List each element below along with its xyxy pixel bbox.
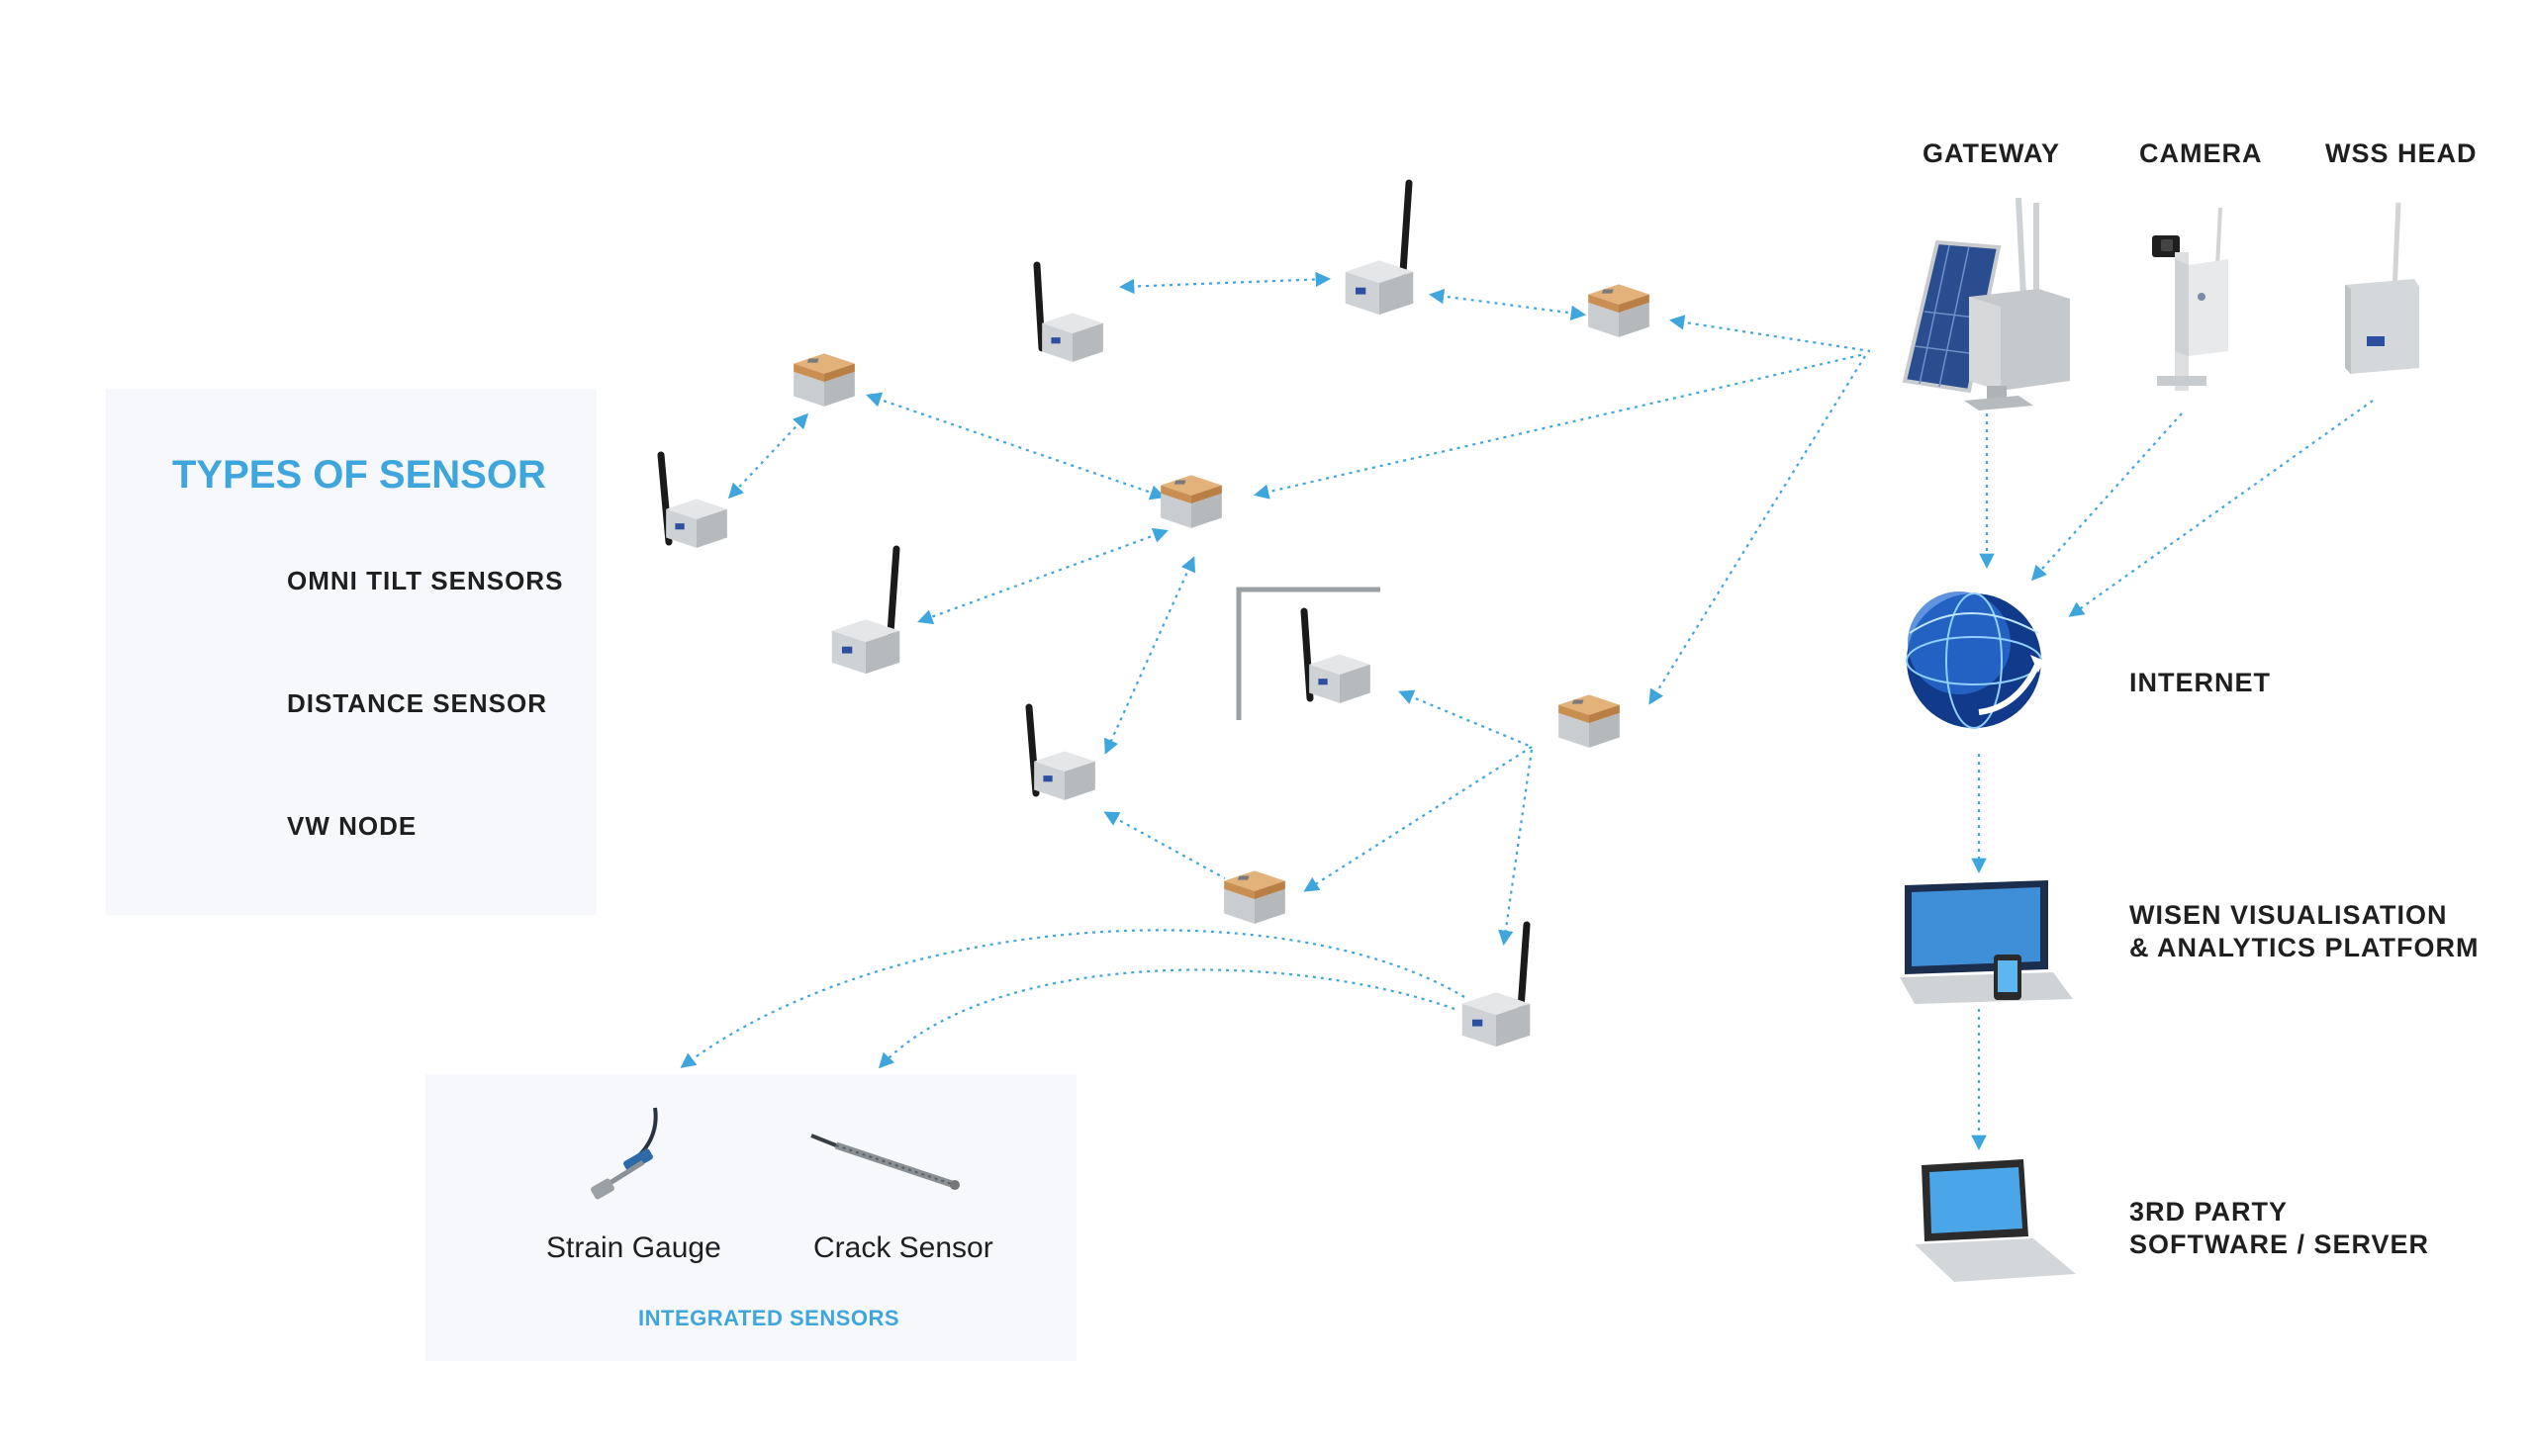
vw-node — [1345, 179, 1414, 316]
platform-label-line1: WISEN VISUALISATION — [2129, 900, 2448, 930]
distance-sensor-node — [1300, 607, 1370, 703]
camera-device — [2152, 207, 2228, 391]
legend-label-vw-node: VW NODE — [287, 811, 418, 841]
gateway-device — [1902, 197, 2070, 410]
omni-tilt-sensor-node — [1588, 284, 1649, 337]
integrated-sensors-panel — [425, 1074, 1077, 1361]
omni-tilt-sensor-node — [1224, 870, 1285, 924]
distance-sensor-node — [1025, 703, 1095, 800]
third-party-label-line1: 3RD PARTY — [2129, 1197, 2289, 1227]
structure-bracket — [1236, 587, 1380, 720]
legend-label-omni-tilt: OMNI TILT SENSORS — [287, 566, 564, 595]
vw-node — [831, 545, 900, 675]
globe-icon — [1906, 592, 2044, 729]
wss-head-device — [2345, 202, 2419, 374]
laptop-phone-icon — [1900, 880, 2073, 1004]
third-party-label-line2: SOFTWARE / SERVER — [2129, 1229, 2430, 1259]
connection-lines — [680, 271, 2374, 1151]
integrated-sensors-caption: INTEGRATED SENSORS — [638, 1306, 900, 1330]
laptop-icon — [1915, 1159, 2076, 1282]
internet-label: INTERNET — [2129, 668, 2271, 697]
legend-label-distance: DISTANCE SENSOR — [287, 688, 547, 718]
camera-label: CAMERA — [2139, 138, 2263, 168]
legend-panel — [106, 389, 597, 915]
strain-gauge-icon — [591, 1107, 658, 1200]
wss-head-label: WSS HEAD — [2325, 138, 2478, 168]
omni-tilt-sensor-node — [794, 353, 855, 407]
vw-node — [1461, 921, 1531, 1047]
legend-title: TYPES OF SENSOR — [172, 453, 546, 497]
distance-sensor-node — [1033, 261, 1103, 362]
distance-sensor-node — [657, 451, 727, 548]
crack-sensor-icon — [810, 1134, 960, 1190]
strain-gauge-label: Strain Gauge — [546, 1231, 721, 1264]
omni-tilt-sensor-node — [1558, 694, 1620, 748]
gateway-label: GATEWAY — [1923, 138, 2061, 168]
platform-label-line2: & ANALYTICS PLATFORM — [2129, 933, 2480, 962]
omni-tilt-sensor-node — [1161, 475, 1222, 528]
crack-sensor-label: Crack Sensor — [813, 1231, 993, 1264]
